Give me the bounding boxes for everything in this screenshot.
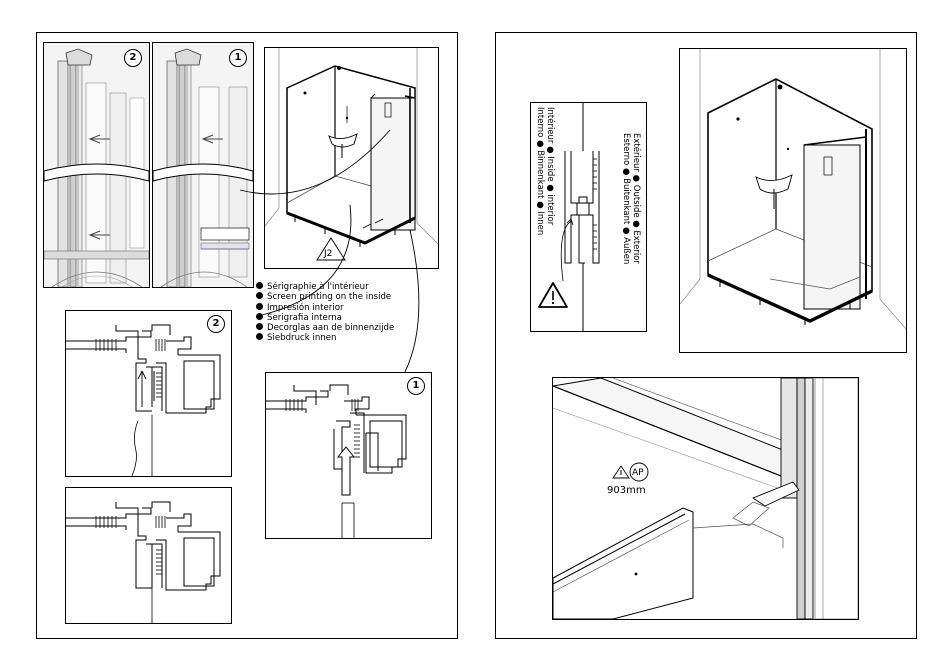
screen-printing-legend: Sérigraphie à l'intérieur Screen printin… [256, 282, 394, 344]
legend-item: Impresión interior [256, 303, 394, 313]
closeup-detail-panel: AP 903mm [552, 377, 859, 620]
legend-text-nl: Decorglas aan de binnenzijde [267, 323, 394, 333]
profile-cross-section [266, 373, 431, 538]
callout-code: J2 [323, 249, 332, 259]
bullet-icon [256, 282, 263, 289]
bullet-icon [256, 313, 263, 320]
step-number-badge: 1 [407, 377, 425, 395]
legend-item: Decorglas aan de binnenzijde [256, 323, 394, 333]
legend-item: Screen printing on the inside [256, 292, 394, 302]
bullet-icon [256, 303, 263, 310]
profile-detail-final [65, 487, 232, 624]
measurement-label: 903mm [607, 485, 646, 496]
step-1-illustration: 1 [152, 42, 254, 288]
ap-tag: AP [632, 468, 644, 478]
legend-item: Serigrafia interna [256, 313, 394, 323]
profile-cross-section [66, 311, 231, 476]
legend-item: Sérigraphie à l'intérieur [256, 282, 394, 292]
step-2-illustration: 2 [43, 42, 150, 288]
profile-orientation-panel: Intérieur ● Inside ● interior Interno ● … [530, 102, 647, 332]
legend-text-de: Siebdruck innen [267, 333, 336, 343]
inside-label: Intérieur ● Inside ● interior [545, 107, 555, 225]
legend-item: Siebdruck innen [256, 333, 394, 343]
profile-detail-step-1: 1 [265, 372, 432, 539]
shower-cabin-overview: J2 [264, 47, 439, 269]
profile-assembly-drawing [153, 43, 253, 287]
step-number-badge: 1 [229, 49, 247, 67]
shower-cabin-overview-right [679, 48, 907, 353]
step-number-badge: 2 [124, 49, 142, 67]
bullet-icon [256, 333, 263, 340]
legend-text-it: Serigrafia interna [267, 313, 342, 323]
shower-cabin-drawing [680, 49, 906, 352]
bullet-icon [256, 292, 263, 299]
profile-detail-step-2: 2 [65, 310, 232, 477]
step-number-badge: 2 [207, 315, 225, 333]
profile-cross-section [66, 488, 231, 623]
inside-label-2: Interno ● Binnenkant ● Innen [535, 107, 545, 235]
legend-text-en: Screen printing on the inside [267, 292, 391, 302]
profile-closeup-drawing: AP 903mm [553, 378, 858, 619]
outside-label: Extérieur ● Outside ● Exterior [631, 133, 641, 264]
shower-cabin-drawing: J2 [265, 48, 438, 268]
profile-assembly-drawing [44, 43, 149, 287]
outside-label-2: Esterno ● Buitenkant ● Außen [621, 133, 631, 264]
legend-text-es: Impresión interior [267, 303, 344, 313]
bullet-icon [256, 323, 263, 330]
legend-text-fr: Sérigraphie à l'intérieur [267, 282, 369, 292]
